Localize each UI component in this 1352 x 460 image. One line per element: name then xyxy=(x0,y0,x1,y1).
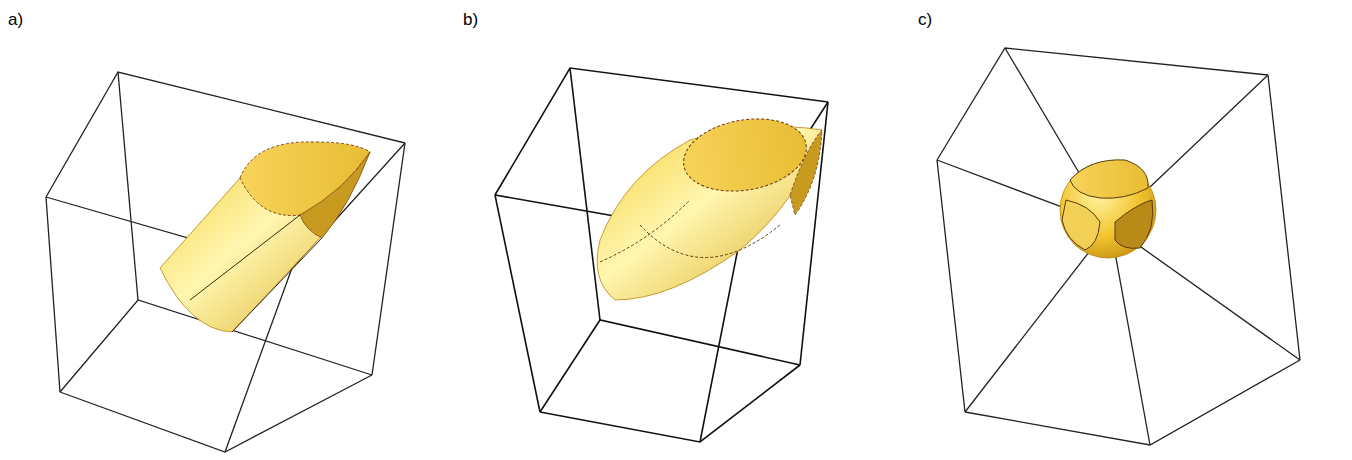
cut-sphere xyxy=(1060,160,1156,258)
cut-ellipsoid xyxy=(597,110,822,300)
panel-label: c) xyxy=(918,10,932,30)
cube-wireframe xyxy=(937,48,1300,445)
panel-label: a) xyxy=(8,10,23,30)
cube-wireframe xyxy=(495,68,828,442)
cube-wireframe xyxy=(46,72,405,452)
panel-label: b) xyxy=(463,10,478,30)
cut-cylinder xyxy=(160,142,370,332)
